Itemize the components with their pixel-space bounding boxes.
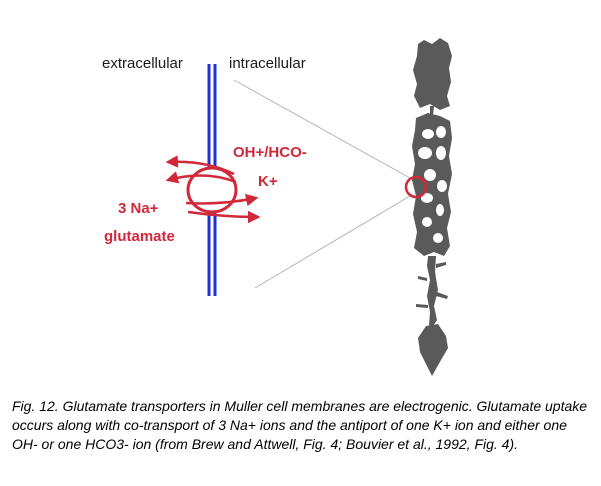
k-efflux-arrow bbox=[165, 171, 237, 184]
na-uptake-arrow bbox=[185, 193, 259, 207]
zoom-region-marker bbox=[404, 175, 428, 199]
glutamate-transporter bbox=[165, 155, 261, 224]
oh-hco-label: OH+/HCO- bbox=[233, 144, 307, 161]
glutamate-label: glutamate bbox=[104, 228, 175, 245]
glutamate-uptake-arrow bbox=[187, 210, 261, 224]
oh-hco-efflux-arrow bbox=[165, 155, 235, 176]
na-label: 3 Na+ bbox=[118, 200, 159, 217]
figure-caption: Fig. 12. Glutamate transporters in Mulle… bbox=[12, 398, 588, 452]
muller-cell-image bbox=[412, 38, 452, 376]
extracellular-label: extracellular bbox=[102, 55, 183, 72]
zoom-connector-lines bbox=[233, 79, 411, 289]
k-label: K+ bbox=[258, 173, 278, 190]
intracellular-label: intracellular bbox=[229, 55, 306, 72]
